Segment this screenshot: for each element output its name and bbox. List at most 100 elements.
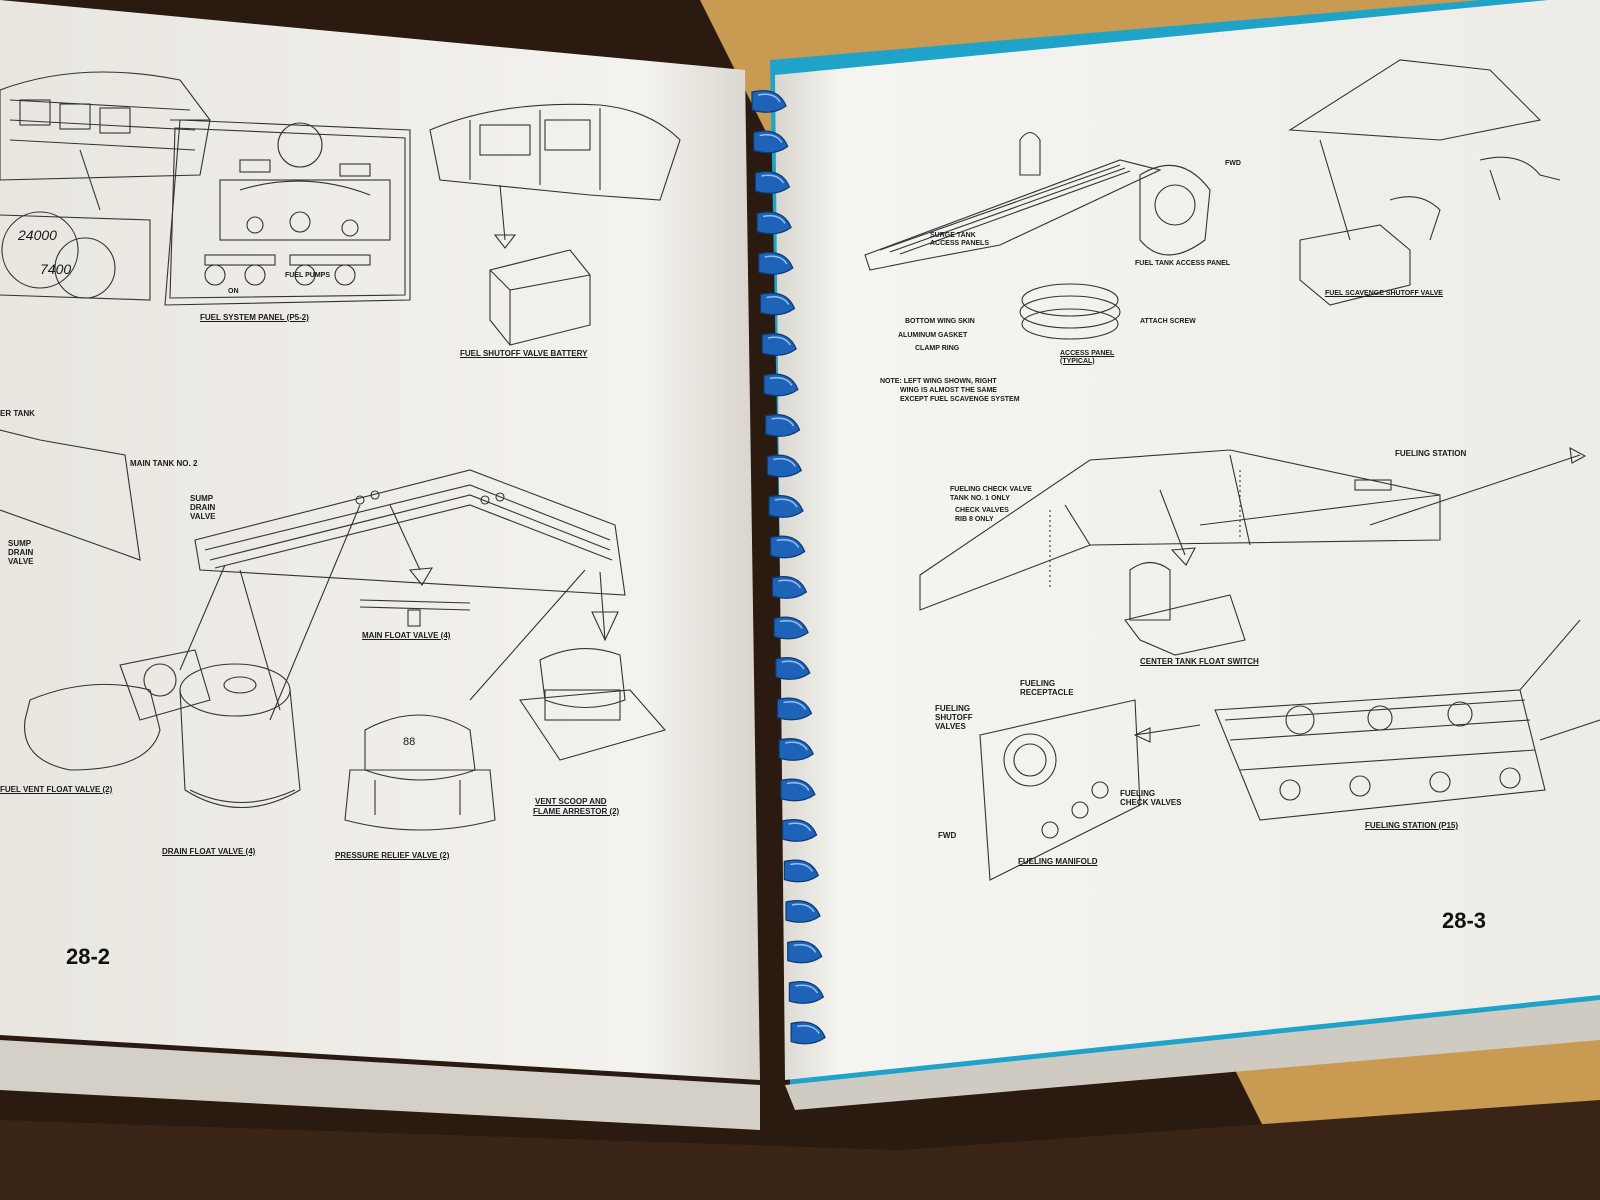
spiral-coil-highlight	[773, 458, 796, 467]
spiral-coil	[756, 211, 792, 235]
spiral-coil	[759, 292, 796, 316]
fueling-check-valve-label-line2: TANK NO. 1 ONLY	[950, 495, 1010, 502]
valve-cap-number: 88	[403, 736, 416, 748]
check-valves-label-line1: CHECK VALVES	[955, 507, 1009, 514]
spiral-coil	[753, 130, 789, 154]
spiral-coil-highlight	[786, 782, 810, 791]
spiral-coil	[775, 657, 811, 680]
spiral-coil	[773, 616, 809, 640]
center-wing-outline	[194, 469, 626, 596]
access-panel-ring	[1021, 283, 1119, 317]
note-line-1: NOTE: LEFT WING SHOWN, RIGHT	[880, 378, 997, 385]
fueling-station-label: FUELING STATION	[1395, 449, 1467, 458]
spiral-coil	[788, 981, 825, 1004]
pumps-on-label: ON	[228, 288, 239, 295]
spiral-coil	[780, 778, 816, 802]
fueling-receptacle-label-line1: FUELING	[1020, 679, 1056, 688]
spiral-coil	[776, 697, 813, 721]
aluminum-gasket-label: ALUMINUM GASKET	[898, 332, 968, 339]
fuel-scavenge-shutoff-valve-label: FUEL SCAVENGE SHUTOFF VALVE	[1325, 290, 1443, 297]
spiral-coil-highlight	[779, 620, 803, 629]
spiral-coil-highlight	[764, 255, 788, 265]
spiral-coil	[751, 90, 787, 113]
fueling-check-valves-label-line1: FUELING	[1120, 789, 1156, 798]
spiral-coil-highlight	[762, 215, 786, 224]
flight-compartment-drawing	[429, 103, 681, 201]
spiral-coil	[766, 454, 803, 478]
center-tank-float-switch-drawing	[1129, 561, 1171, 621]
vent-scoop-drawing	[539, 648, 626, 709]
note-line-3: EXCEPT FUEL SCAVENGE SYSTEM	[900, 396, 1020, 403]
main-tank-no-2-label: MAIN TANK NO. 2	[130, 459, 198, 468]
fuel-temp-gauge	[277, 122, 323, 168]
pump-housing-drawing	[1139, 164, 1211, 256]
spiral-coil-highlight	[761, 174, 785, 184]
vent-scoop-label-line1: VENT SCOOP AND	[535, 797, 607, 806]
main-float-valve-label: MAIN FLOAT VALVE (4)	[362, 631, 451, 640]
spiral-coil-highlight	[793, 944, 817, 953]
spiral-coil-highlight	[768, 336, 791, 346]
access-panel-typical-label: ACCESS PANEL (TYPICAL)	[1060, 350, 1115, 365]
spiral-coil-highlight	[757, 93, 781, 103]
fuel-system-panel-drawing	[164, 119, 411, 306]
fueling-check-valves-label-line2: CHECK VALVES	[1120, 798, 1182, 807]
spiral-coil-highlight	[771, 417, 795, 427]
fuel-pumps-label: FUEL PUMPS	[285, 272, 330, 279]
spiral-coil-highlight	[788, 822, 812, 832]
spiral-coil-highlight	[790, 863, 813, 872]
spiral-coil-highlight	[766, 296, 790, 305]
spiral-coil	[758, 252, 794, 275]
right-page-stack	[785, 1000, 1600, 1110]
check-valves-label-line2: RIB 8 ONLY	[955, 516, 994, 523]
overhead-panel-drawing	[0, 71, 211, 181]
fueling-shutoff-valves-label-line3: VALVES	[935, 722, 966, 731]
fueling-shutoff-valves-label-line2: SHUTOFF	[935, 713, 973, 722]
spiral-coil	[763, 373, 799, 397]
gauge-box	[0, 214, 151, 301]
tank-header-label: ER TANK	[0, 409, 35, 418]
fuel-tank-access-panel-label: FUEL TANK ACCESS PANEL	[1135, 260, 1231, 267]
fueling-station-p15-label: FUELING STATION (P15)	[1365, 821, 1459, 830]
center-tank-wing-drawing	[919, 449, 1441, 611]
spiral-coil	[770, 535, 806, 559]
spiral-coil	[787, 940, 823, 964]
spiral-coil-highlight	[796, 1025, 820, 1034]
fueling-receptacle-label-line2: RECEPTACLE	[1020, 688, 1074, 697]
fuel-shutoff-valve-battery-drawing	[489, 249, 591, 346]
fueling-shutoff-valves-label-line1: FUELING	[935, 704, 971, 713]
sump-drain-valve-label: SUMP DRAIN VALVE	[8, 539, 34, 566]
spiral-coil	[778, 738, 814, 761]
note-line-2: WING IS ALMOST THE SAME	[900, 387, 997, 394]
sump-drain-valve-label: SUMP DRAIN VALVE	[190, 494, 216, 521]
left-page-number: 28-2	[66, 944, 111, 969]
right-page	[775, 0, 1600, 1080]
surge-tank-panels-label: SURGE TANK ACCESS PANELS	[930, 232, 989, 247]
spiral-coil	[783, 859, 820, 883]
spiral-binding	[751, 90, 826, 1045]
fwd-label: FWD	[938, 831, 957, 840]
fueling-check-valve-label-line1: FUELING CHECK VALVE	[950, 486, 1032, 493]
center-tank-float-switch-label: CENTER TANK FLOAT SWITCH	[1140, 657, 1259, 666]
fuel-shutoff-valve-battery-label: FUEL SHUTOFF VALVE BATTERY	[460, 349, 588, 358]
spiral-coil	[785, 900, 821, 923]
spiral-coil	[765, 414, 801, 437]
fueling-station-drawing	[1214, 689, 1546, 821]
spiral-coil-highlight	[785, 741, 808, 751]
wing-top-drawing	[864, 159, 1162, 271]
pressure-relief-valve-label: PRESSURE RELIEF VALVE (2)	[335, 851, 450, 860]
spiral-coil-highlight	[791, 903, 815, 913]
main-tank-outline	[0, 429, 141, 561]
bottom-wing-skin-label: BOTTOM WING SKIN	[905, 318, 975, 325]
clamp-ring-label: CLAMP RING	[915, 345, 960, 352]
spiral-coil-highlight	[759, 134, 783, 143]
spiral-coil-highlight	[776, 539, 800, 548]
vent-scoop-label-line2: FLAME ARRESTOR (2)	[533, 807, 620, 816]
fuel-vent-float-valve-label: FUEL VENT FLOAT VALVE (2)	[0, 785, 113, 794]
spiral-coil-highlight	[783, 701, 807, 710]
spiral-coil-highlight	[781, 660, 805, 670]
spiral-coil-highlight	[769, 377, 793, 386]
scavenge-panel-drawing	[1288, 59, 1542, 141]
fueling-manifold-label: FUELING MANIFOLD	[1018, 857, 1098, 866]
right-page-diagrams	[864, 59, 1600, 881]
